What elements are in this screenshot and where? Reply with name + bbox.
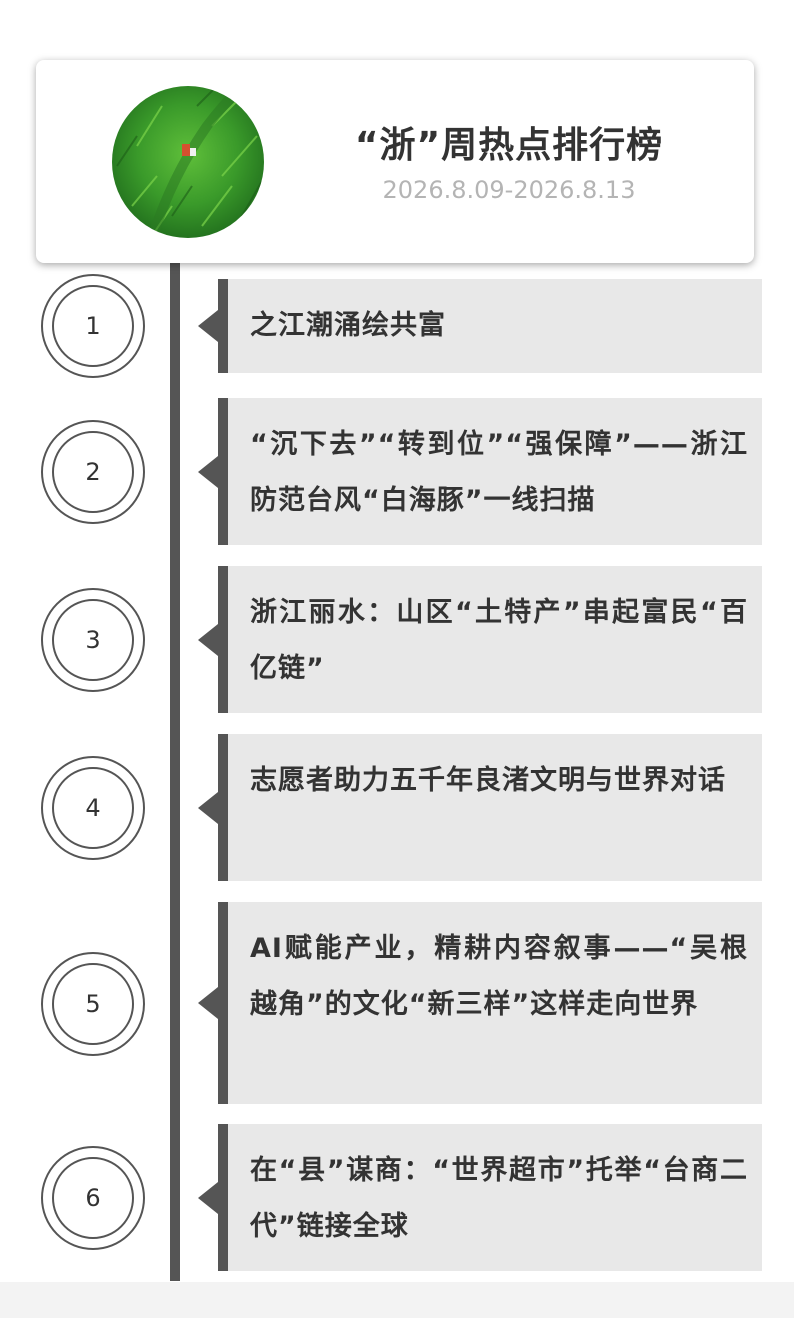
rank-badge: 3 <box>41 588 145 692</box>
ranking-item-4[interactable]: 4 志愿者助力五千年良渚文明与世界对话 <box>0 734 794 881</box>
ranking-title: 浙江丽水：山区“土特产”串起富民“百亿链” <box>250 597 748 684</box>
ranking-title-box[interactable]: “沉下去”“转到位”“强保障”——浙江防范台风“白海豚”一线扫描 <box>198 398 762 545</box>
ranking-title: 在“县”谋商：“世界超市”托举“台商二代”链接全球 <box>250 1155 748 1242</box>
ranking-title-box[interactable]: AI赋能产业，精耕内容叙事——“吴根越角”的文化“新三样”这样走向世界 <box>198 902 762 1104</box>
page-title: “浙”周热点排行榜 <box>354 125 664 166</box>
date-range: 2026.8.09-2026.8.13 <box>382 176 636 204</box>
ranking-item-6[interactable]: 6 在“县”谋商：“世界超市”托举“台商二代”链接全球 <box>0 1124 794 1271</box>
ranking-title-box[interactable]: 浙江丽水：山区“土特产”串起富民“百亿链” <box>198 566 762 713</box>
timeline-line <box>170 263 180 1281</box>
rank-number: 6 <box>52 1157 134 1239</box>
ranking-item-1[interactable]: 1 之江潮涌绘共富 <box>0 274 794 378</box>
wheat-field-photo-icon <box>112 86 264 238</box>
ranking-title-box[interactable]: 在“县”谋商：“世界超市”托举“台商二代”链接全球 <box>198 1124 762 1271</box>
ranking-item-3[interactable]: 3 浙江丽水：山区“土特产”串起富民“百亿链” <box>0 566 794 713</box>
ranking-title: 志愿者助力五千年良渚文明与世界对话 <box>250 765 726 796</box>
page-bottom-strip <box>0 1282 794 1318</box>
ranking-title-box[interactable]: 之江潮涌绘共富 <box>198 279 762 373</box>
rank-number: 4 <box>52 767 134 849</box>
ranking-title: “沉下去”“转到位”“强保障”——浙江防范台风“白海豚”一线扫描 <box>250 429 748 516</box>
rank-badge: 1 <box>41 274 145 378</box>
ranking-title: 之江潮涌绘共富 <box>250 310 446 341</box>
rank-number: 2 <box>52 431 134 513</box>
ranking-title: AI赋能产业，精耕内容叙事——“吴根越角”的文化“新三样”这样走向世界 <box>250 933 748 1020</box>
rank-number: 1 <box>52 285 134 367</box>
header-card: “浙”周热点排行榜 2026.8.09-2026.8.13 <box>36 60 754 263</box>
ranking-title-box[interactable]: 志愿者助力五千年良渚文明与世界对话 <box>198 734 762 881</box>
ranking-item-5[interactable]: 5 AI赋能产业，精耕内容叙事——“吴根越角”的文化“新三样”这样走向世界 <box>0 902 794 1104</box>
rank-badge: 4 <box>41 756 145 860</box>
rank-badge: 2 <box>41 420 145 524</box>
rank-number: 3 <box>52 599 134 681</box>
rank-badge: 5 <box>41 952 145 1056</box>
rank-badge: 6 <box>41 1146 145 1250</box>
ranking-item-2[interactable]: 2 “沉下去”“转到位”“强保障”——浙江防范台风“白海豚”一线扫描 <box>0 398 794 545</box>
rank-number: 5 <box>52 963 134 1045</box>
